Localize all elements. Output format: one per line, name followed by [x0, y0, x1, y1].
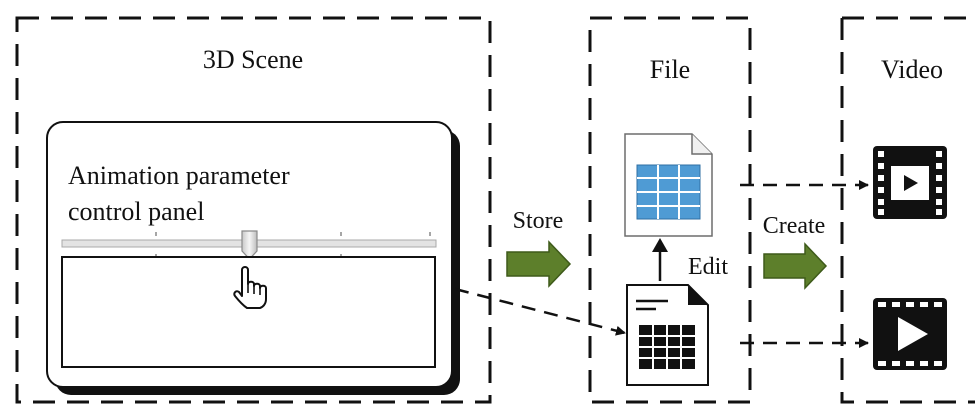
create-arrow: Create — [763, 213, 828, 290]
edit-arrow — [652, 238, 668, 281]
section-title-file: File — [650, 55, 690, 84]
store-arrow: Store — [506, 208, 572, 288]
panel-title-line2: control panel — [68, 197, 204, 226]
spreadsheet-document-icon — [624, 133, 713, 237]
section-3d-scene: 3D Scene Animation parameter control pan… — [15, 16, 492, 404]
section-title-video: Video — [881, 55, 943, 84]
section-title-3d-scene: 3D Scene — [203, 45, 303, 74]
section-video: Video — [840, 16, 975, 404]
create-label: Create — [763, 213, 826, 239]
panel-to-data-file-arrow — [454, 287, 626, 336]
video-clip-icon — [873, 146, 947, 219]
hand-cursor-icon — [233, 266, 267, 309]
edit-label: Edit — [688, 254, 728, 280]
slider-thumb[interactable] — [241, 230, 258, 260]
video-play-icon — [873, 298, 947, 370]
data-sheet-document-icon — [626, 284, 709, 386]
store-label: Store — [513, 208, 564, 234]
panel-title-line1: Animation parameter — [68, 161, 290, 190]
section-file: File — [588, 16, 752, 404]
